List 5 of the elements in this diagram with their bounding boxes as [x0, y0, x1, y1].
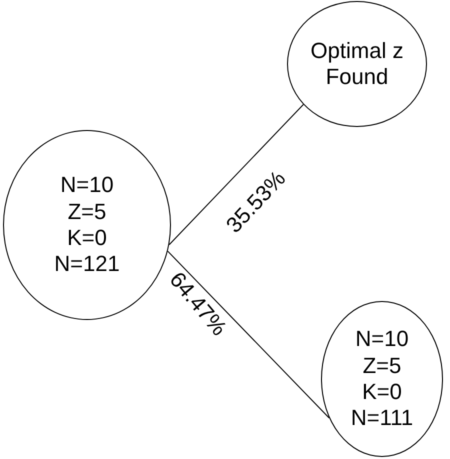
node-text: N=10 Z=5 K=0 N=121 — [53, 172, 121, 278]
connector-line — [168, 104, 304, 246]
connector-line — [167, 250, 330, 418]
node-text: Optimal z Found — [310, 38, 404, 90]
node-text: N=10 Z=5 K=0 N=111 — [350, 326, 414, 432]
